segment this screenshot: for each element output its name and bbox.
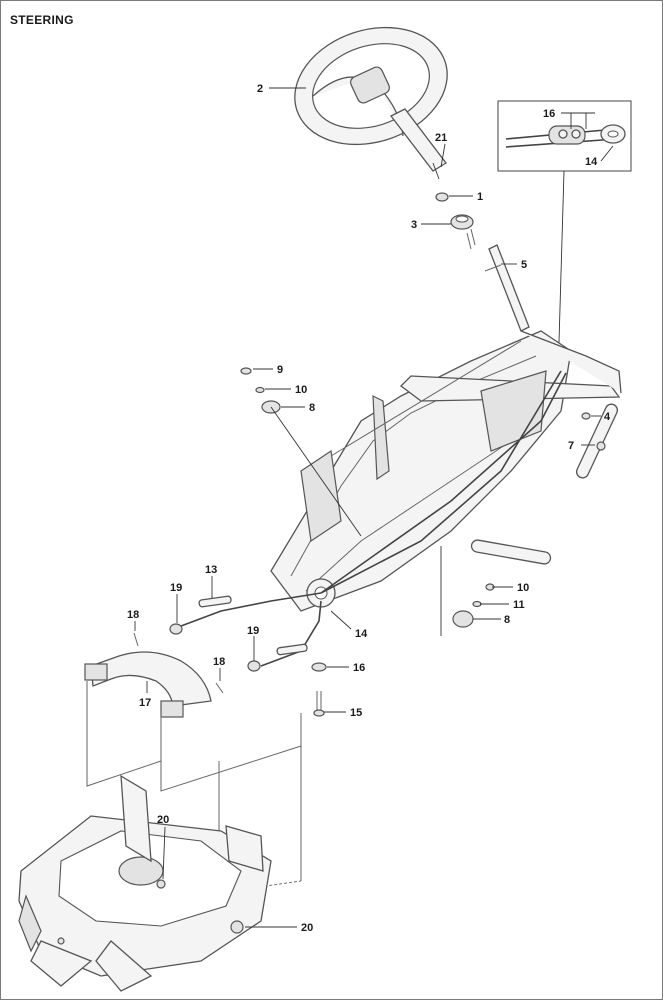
callout-20a: 20 bbox=[157, 814, 169, 826]
callout-19b: 19 bbox=[247, 625, 259, 637]
steering-cable-icon bbox=[180, 370, 567, 667]
steering-shaft-icon bbox=[435, 192, 530, 332]
callout-20b: 20 bbox=[301, 922, 313, 934]
callout-5: 5 bbox=[521, 259, 527, 271]
callout-7: 7 bbox=[568, 440, 574, 452]
callout-21: 21 bbox=[435, 132, 447, 144]
diagram-title: STEERING bbox=[10, 13, 74, 27]
callout-1: 1 bbox=[477, 191, 483, 203]
callout-8b: 8 bbox=[504, 614, 510, 626]
callout-16: 16 bbox=[353, 662, 365, 674]
callout-4: 4 bbox=[604, 411, 611, 423]
callout-10a: 10 bbox=[295, 384, 307, 396]
callout-14: 14 bbox=[355, 628, 368, 640]
steering-wheel-icon bbox=[294, 26, 448, 180]
callout-8a: 8 bbox=[309, 402, 315, 414]
callout-9b: 10 bbox=[517, 582, 529, 594]
tractor-frame-icon bbox=[270, 330, 622, 612]
callout-18b: 18 bbox=[213, 656, 225, 668]
callouts: 2 21 1 3 5 16 14 9 10 8 4 7 bbox=[127, 83, 614, 934]
callout-12: 14 bbox=[585, 156, 598, 168]
callout-17: 17 bbox=[139, 697, 151, 709]
callout-19a: 19 bbox=[170, 582, 182, 594]
callout-13: 16 bbox=[543, 108, 555, 120]
callout-18a: 18 bbox=[127, 609, 139, 621]
callout-9a: 9 bbox=[277, 364, 283, 376]
detail-inset-icon bbox=[497, 100, 632, 377]
hardware-icon bbox=[133, 367, 606, 717]
chassis-icon bbox=[18, 774, 272, 992]
callout-15: 15 bbox=[350, 707, 362, 719]
callout-2: 2 bbox=[257, 83, 263, 95]
callout-10b: 11 bbox=[513, 599, 525, 611]
callout-3: 3 bbox=[411, 219, 417, 231]
callout-11: 13 bbox=[205, 564, 217, 576]
bracket-icon bbox=[84, 651, 212, 718]
